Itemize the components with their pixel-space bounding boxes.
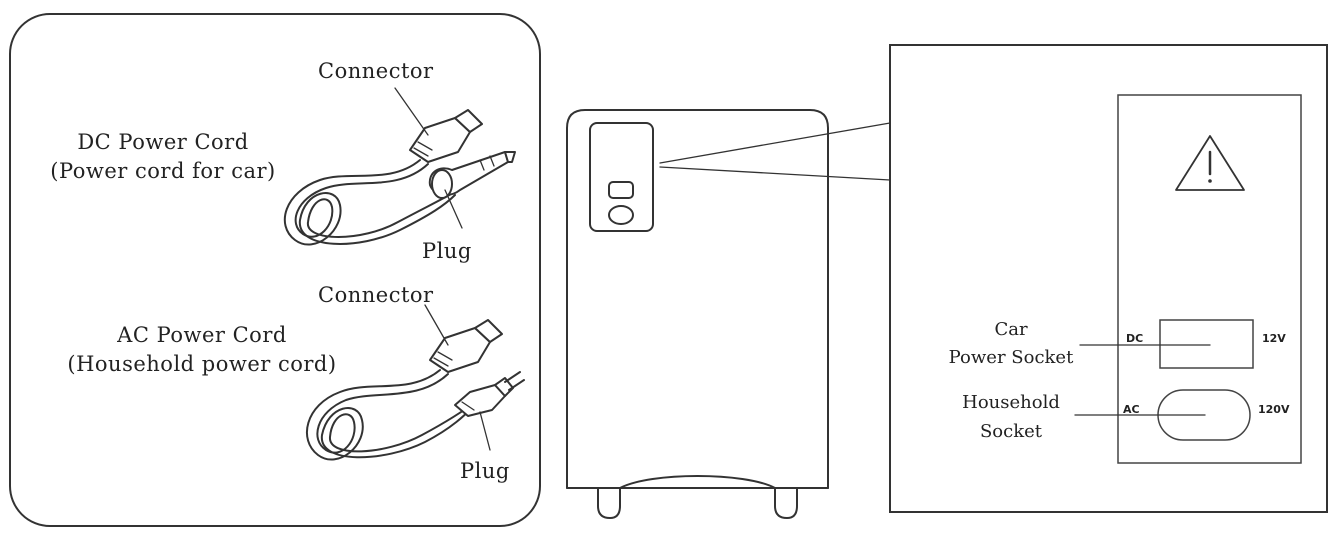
dc-cord-subtitle: (Power cord for car) [50,159,275,183]
dc-plug-leader [444,189,463,229]
zoom-line-top [659,122,891,164]
dc-socket-code: DC [1126,332,1143,345]
zoom-line-bottom [659,166,891,181]
appliance-dc-socket [608,181,634,199]
dc-power-cord-illustration [283,109,516,246]
appliance-unit [566,109,829,519]
ac-household-plug-icon [454,371,525,417]
dc-connector-label: Connector [318,59,434,83]
detail-dc-socket [1159,319,1254,369]
warning-triangle-icon [1175,135,1245,191]
cords-panel [9,13,541,527]
ac-plug-leader [479,411,491,451]
ac-socket-voltage: 120V [1258,403,1290,416]
ac-socket-name-line2: Socket [980,421,1043,442]
dc-socket-name-line2: Power Socket [949,347,1074,368]
dc-socket-voltage: 12V [1262,332,1286,345]
dc-connector-icon [409,109,483,163]
ac-plug-label: Plug [460,459,510,483]
dc-connector-leader [394,87,429,136]
ac-socket-name-line1: Household [962,392,1060,413]
dc-car-plug-icon [428,151,516,199]
ac-cord-subtitle: (Household power cord) [67,352,336,376]
dc-cord-title: DC Power Cord [77,130,248,154]
ac-cord-title: AC Power Cord [116,323,287,347]
ac-socket-code: AC [1123,403,1140,416]
ac-connector-label: Connector [318,283,434,307]
appliance-ac-socket [608,205,634,225]
ac-connector-leader [424,304,449,346]
appliance-socket-panel [589,122,654,232]
dc-plug-label: Plug [422,239,472,263]
dc-socket-name-line1: Car [994,319,1028,340]
